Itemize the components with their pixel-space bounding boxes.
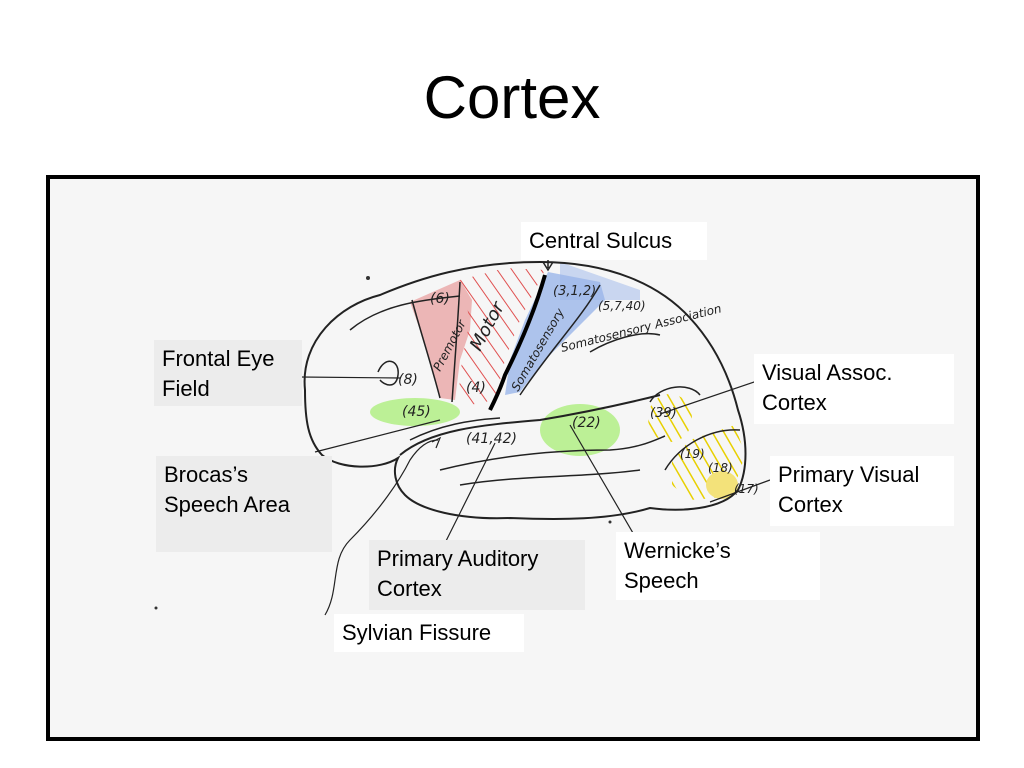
stray-mark xyxy=(154,606,158,610)
sylvian-fissure-line xyxy=(399,394,661,456)
label-sylvian-fissure: Sylvian Fissure xyxy=(334,614,524,652)
brain-outline xyxy=(303,260,747,520)
somatosensory-region xyxy=(505,272,605,395)
somatosensory-boundary xyxy=(519,284,601,396)
broca-area-45 xyxy=(370,398,460,426)
hand-area-6: (6) xyxy=(430,291,450,307)
premotor-front-boundary xyxy=(411,299,441,399)
label-primary-visual-cortex: Primary Visual Cortex xyxy=(770,456,954,526)
frontal-contour xyxy=(349,295,461,331)
leader-primary-visual xyxy=(709,479,771,503)
temporal-fold-3 xyxy=(409,417,501,441)
slide-title: Cortex xyxy=(423,64,601,131)
leader-visual-assoc xyxy=(659,379,761,415)
label-wernickes-speech: Wernicke’s Speech xyxy=(616,532,820,600)
hand-area-45: (45) xyxy=(402,404,431,420)
sylvian-arrowhead xyxy=(431,436,442,449)
hand-area-19: (19) xyxy=(680,447,705,461)
hand-area-22: (22) xyxy=(572,415,601,431)
occipital-fold-2 xyxy=(664,429,741,471)
stray-mark xyxy=(366,276,370,280)
hand-area-8: (8) xyxy=(398,372,418,388)
leader-wernicke xyxy=(569,424,641,546)
temporal-fold-1 xyxy=(439,435,666,471)
hand-area-3-1-2: (3,1,2) xyxy=(553,284,596,299)
stray-mark xyxy=(608,520,612,524)
parietal-fold xyxy=(589,332,661,353)
occipital-fold xyxy=(649,386,701,403)
label-primary-auditory-cortex: Primary Auditory Cortex xyxy=(369,540,585,610)
hand-area-5-7-40: (5,7,40) xyxy=(598,299,646,313)
label-frontal-eye-field: Frontal Eye Field xyxy=(154,340,302,406)
primary-visual-area-17 xyxy=(706,471,738,499)
somatosensory-assoc-region xyxy=(560,262,640,300)
leader-auditory xyxy=(444,442,496,544)
premotor-boundary xyxy=(451,281,461,403)
temporal-fold-2 xyxy=(459,469,641,486)
label-central-sulcus: Central Sulcus xyxy=(521,222,707,260)
hand-area-17: (17) xyxy=(734,482,759,496)
label-visual-assoc-cortex: Visual Assoc. Cortex xyxy=(754,354,954,424)
hand-area-41-42: (41,42) xyxy=(466,431,517,447)
hand-area-4: (4) xyxy=(466,380,486,396)
leader-sylvian xyxy=(324,439,439,616)
leader-broca xyxy=(314,419,441,453)
hand-area-39: (39) xyxy=(650,406,677,421)
label-brocas-speech-area: Brocas’s Speech Area xyxy=(156,456,332,552)
eye-field-loop xyxy=(377,360,399,386)
hand-area-18: (18) xyxy=(708,461,733,475)
visual-assoc-area-39 xyxy=(648,394,692,442)
central-sulcus-line xyxy=(488,274,547,411)
leader-frontal-eye xyxy=(299,376,401,379)
premotor-region xyxy=(410,280,472,400)
motor-region xyxy=(458,268,545,405)
